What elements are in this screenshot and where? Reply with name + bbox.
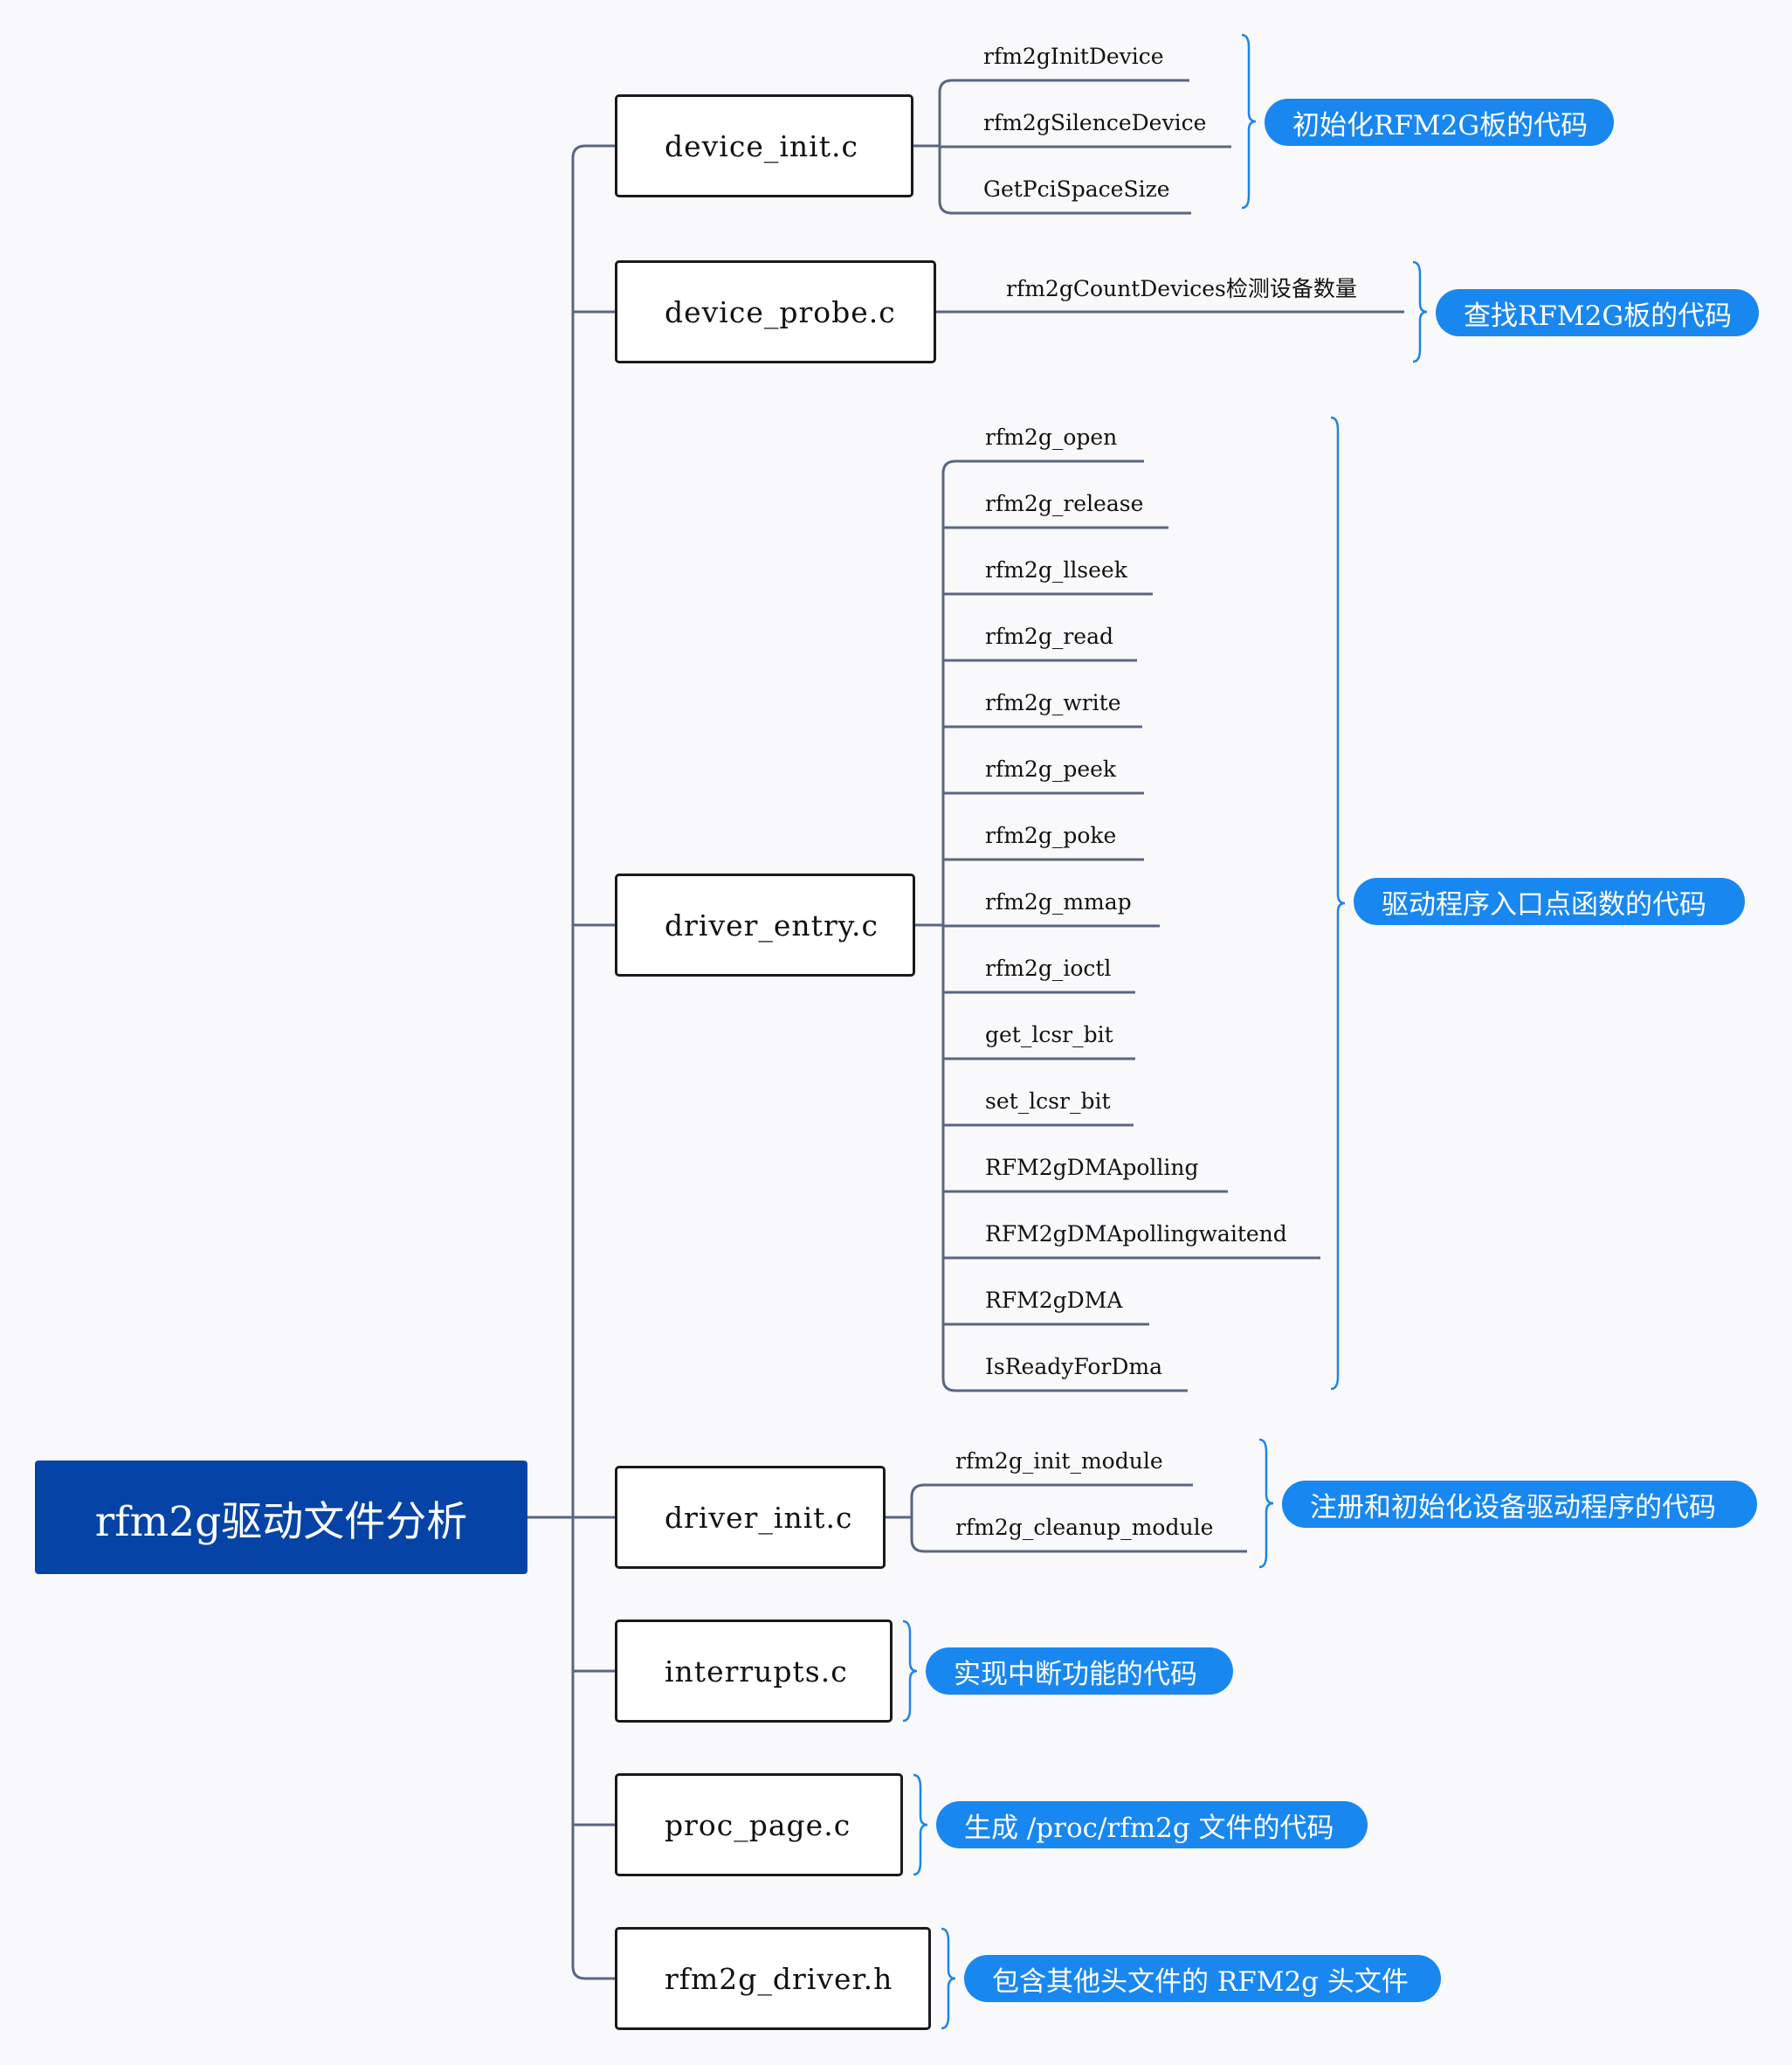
file-branch xyxy=(571,1965,615,1980)
note-device-probe[interactable]: 查找RFM2G板的代码 xyxy=(1436,289,1759,336)
note-interrupts[interactable]: 实现中断功能的代码 xyxy=(926,1647,1233,1695)
brace-interrupts xyxy=(902,1620,918,1723)
file-node-driver-entry[interactable]: driver_entry.c xyxy=(615,874,915,977)
file-name: device_init.c xyxy=(665,128,858,163)
brace-proc-page xyxy=(913,1773,928,1876)
function-label[interactable]: rfm2gCountDevices检测设备数量 xyxy=(1006,276,1357,301)
function-underline xyxy=(941,459,1144,474)
function-label[interactable]: rfm2g_open xyxy=(985,425,1118,450)
file-node-proc-page[interactable]: proc_page.c xyxy=(615,1773,903,1876)
brace-device-probe xyxy=(1412,260,1428,363)
file-node-rfm2g-driver[interactable]: rfm2g_driver.h xyxy=(615,1927,931,2030)
file-node-device-init[interactable]: device_init.c xyxy=(615,94,913,197)
function-underline xyxy=(938,200,1191,215)
function-label[interactable]: GetPciSpaceSize xyxy=(983,176,1170,202)
file-name: rfm2g_driver.h xyxy=(665,1961,893,1996)
function-label[interactable]: IsReadyForDma xyxy=(985,1354,1162,1379)
root-node[interactable]: rfm2g驱动文件分析 xyxy=(35,1461,527,1574)
file-name: interrupts.c xyxy=(665,1654,848,1689)
file-node-device-probe[interactable]: device_probe.c xyxy=(615,260,936,363)
file-branch xyxy=(571,144,615,159)
brace-driver-init xyxy=(1258,1438,1274,1569)
function-label[interactable]: get_lcsr_bit xyxy=(985,1022,1113,1047)
function-label[interactable]: rfm2g_cleanup_module xyxy=(955,1515,1214,1540)
file-name: driver_init.c xyxy=(665,1500,853,1535)
function-label[interactable]: rfm2g_llseek xyxy=(985,557,1127,583)
function-label[interactable]: rfm2g_init_module xyxy=(955,1448,1163,1474)
note-proc-page[interactable]: 生成 /proc/rfm2g 文件的代码 xyxy=(936,1801,1368,1848)
file-node-interrupts[interactable]: interrupts.c xyxy=(615,1620,893,1723)
function-label[interactable]: rfm2g_poke xyxy=(985,823,1117,848)
function-label[interactable]: RFM2gDMApolling xyxy=(985,1155,1199,1180)
function-label[interactable]: RFM2gDMApollingwaitend xyxy=(985,1221,1287,1247)
note-rfm2g-driver[interactable]: 包含其他头文件的 RFM2g 头文件 xyxy=(964,1955,1441,2002)
file-name: proc_page.c xyxy=(665,1807,851,1842)
brace-rfm2g-driver xyxy=(941,1927,956,2030)
function-label[interactable]: rfm2g_write xyxy=(985,690,1121,715)
file-node-driver-init[interactable]: driver_init.c xyxy=(615,1466,886,1569)
function-underline xyxy=(941,1378,1188,1392)
function-label[interactable]: rfm2g_mmap xyxy=(985,889,1132,915)
function-label[interactable]: rfm2g_ioctl xyxy=(985,956,1112,981)
brace-device-init xyxy=(1241,33,1257,210)
root-title: rfm2g驱动文件分析 xyxy=(94,1497,468,1546)
function-label[interactable]: rfm2g_peek xyxy=(985,756,1117,782)
brace-driver-entry xyxy=(1330,416,1346,1391)
function-label[interactable]: rfm2g_release xyxy=(985,491,1144,516)
function-label[interactable]: rfm2g_read xyxy=(985,624,1113,649)
function-label[interactable]: set_lcsr_bit xyxy=(985,1088,1111,1114)
function-underline xyxy=(938,79,1189,93)
function-underline xyxy=(910,1538,1247,1553)
note-device-init[interactable]: 初始化RFM2G板的代码 xyxy=(1265,99,1614,146)
function-label[interactable]: rfm2gSilenceDevice xyxy=(983,110,1207,135)
file-name: driver_entry.c xyxy=(665,908,879,943)
note-driver-entry[interactable]: 驱动程序入口点函数的代码 xyxy=(1354,878,1745,925)
function-label[interactable]: RFM2gDMA xyxy=(985,1288,1123,1313)
file-name: device_probe.c xyxy=(665,294,896,329)
function-label[interactable]: rfm2gInitDevice xyxy=(983,44,1164,69)
note-driver-init[interactable]: 注册和初始化设备驱动程序的代码 xyxy=(1282,1481,1757,1528)
function-underline xyxy=(910,1483,1193,1498)
